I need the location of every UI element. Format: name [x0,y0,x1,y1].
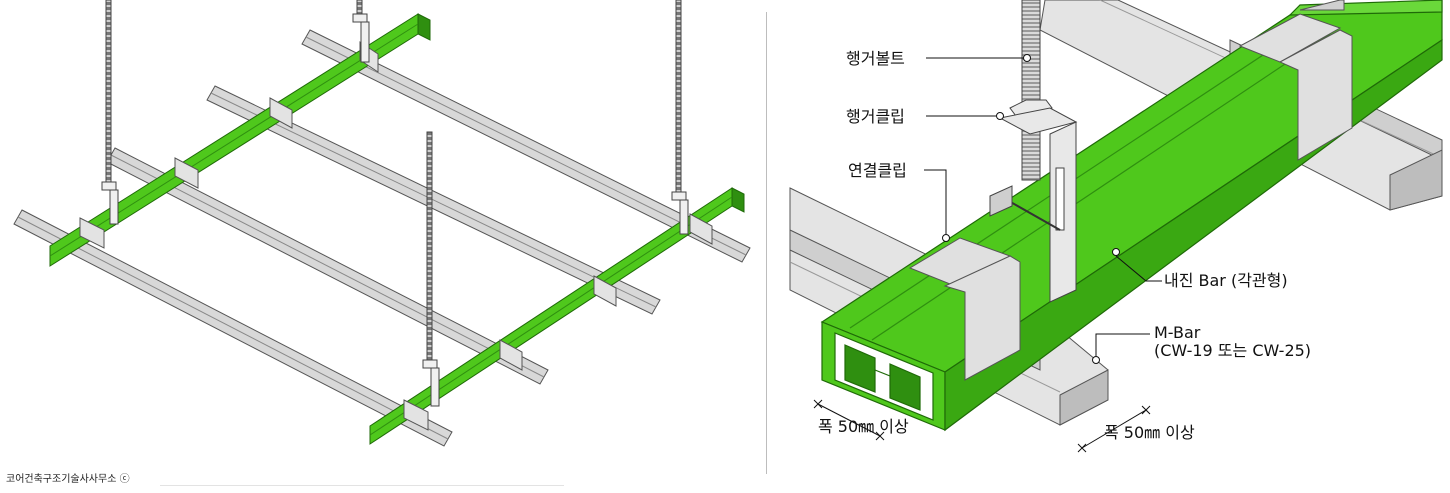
label-m-bar: M-Bar [1154,323,1201,342]
inner-bar [49,13,745,445]
label-hanger-clip: 행거클립 [846,107,905,126]
label-width-right: 폭 50㎜ 이상 [1104,423,1195,442]
copyright-text: 코어건축구조기술사사무소 ⓒ [6,474,130,485]
hanger-clip-detail [989,107,1078,303]
label-inner-bar: 내진 Bar (각관형) [1164,271,1288,290]
panel-divider [766,12,767,474]
footer-rule [160,485,564,486]
label-m-bar-spec: (CW-19 또는 CW-25) [1154,341,1312,360]
leader-lines [924,54,1162,364]
m-bar [13,29,751,447]
hanger-clip [101,13,689,407]
dimension-lines [813,399,1151,453]
label-hanger-bolt: 행거볼트 [846,49,905,68]
detail-diagram [789,0,1443,453]
connection-clip [79,41,713,431]
label-connection-clip: 연결클립 [848,161,907,180]
label-width-left: 폭 50㎜ 이상 [818,417,909,436]
overview-diagram [13,0,751,447]
connection-clip-detail [908,0,1353,381]
